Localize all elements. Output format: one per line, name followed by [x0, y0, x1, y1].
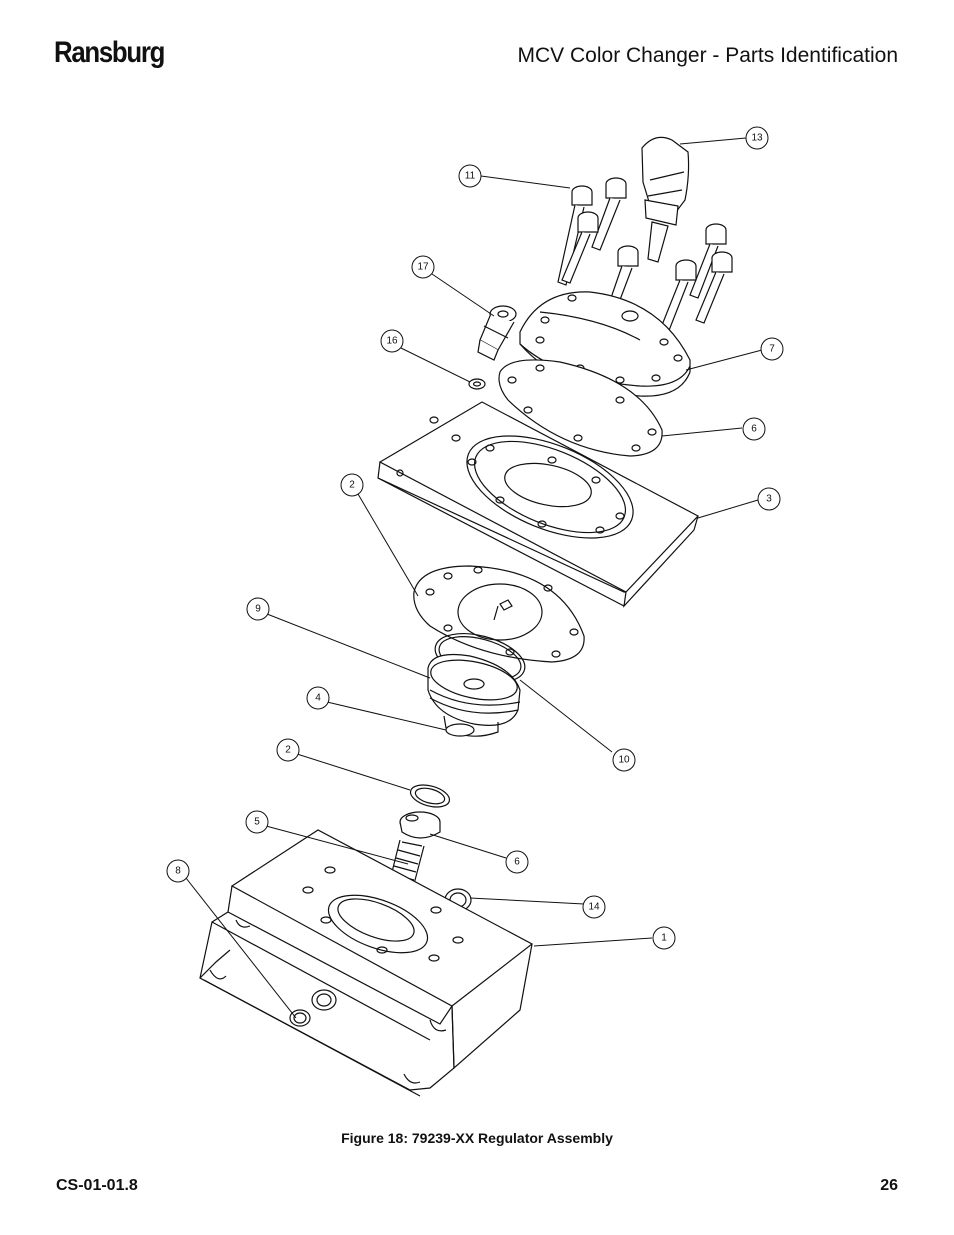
part-6-valve	[399, 811, 441, 839]
callout-2-lower: 2	[285, 745, 291, 756]
part-11-cap-screws	[557, 177, 733, 334]
part-6-gasket-upper	[498, 359, 663, 457]
callout-6-upper: 6	[751, 424, 757, 435]
callout-bubbles	[166, 126, 784, 950]
figure-caption: Figure 18: 79239-XX Regulator Assembly	[341, 1130, 613, 1146]
part-13-elbow-fitting	[641, 136, 690, 263]
callout-4: 4	[315, 693, 321, 704]
callout-13: 13	[751, 133, 763, 144]
callout-3: 3	[766, 494, 772, 505]
leader-lines	[185, 137, 763, 1019]
callout-labels: 13 11 17 16 7 6 3 2 9 4 10 2 5 6 8 14 1	[175, 133, 775, 944]
callout-9: 9	[255, 604, 261, 615]
page-title: MCV Color Changer - Parts Identification	[517, 44, 899, 67]
part-3-plate	[377, 401, 699, 608]
part-2-diaphragm	[413, 565, 585, 663]
callout-14: 14	[588, 902, 600, 913]
callout-1: 1	[661, 933, 667, 944]
part-2-o-ring-lower	[409, 784, 451, 808]
part-16-washer	[468, 378, 486, 390]
part-17-fitting	[477, 305, 517, 361]
callout-5: 5	[254, 817, 260, 828]
callout-6-lower: 6	[514, 857, 520, 868]
callout-11: 11	[465, 171, 476, 182]
callout-8: 8	[175, 866, 181, 877]
document-number: CS-01-01.8	[56, 1177, 138, 1194]
callout-7: 7	[769, 344, 775, 355]
brand-logo: Ransburg	[54, 36, 165, 69]
part-9-piston	[427, 653, 521, 737]
page-number: 26	[880, 1177, 898, 1194]
part-1-body	[199, 829, 534, 1097]
callout-17: 17	[417, 262, 429, 273]
callout-16: 16	[386, 336, 398, 347]
callout-2-upper: 2	[349, 480, 355, 491]
callout-10: 10	[618, 755, 630, 766]
